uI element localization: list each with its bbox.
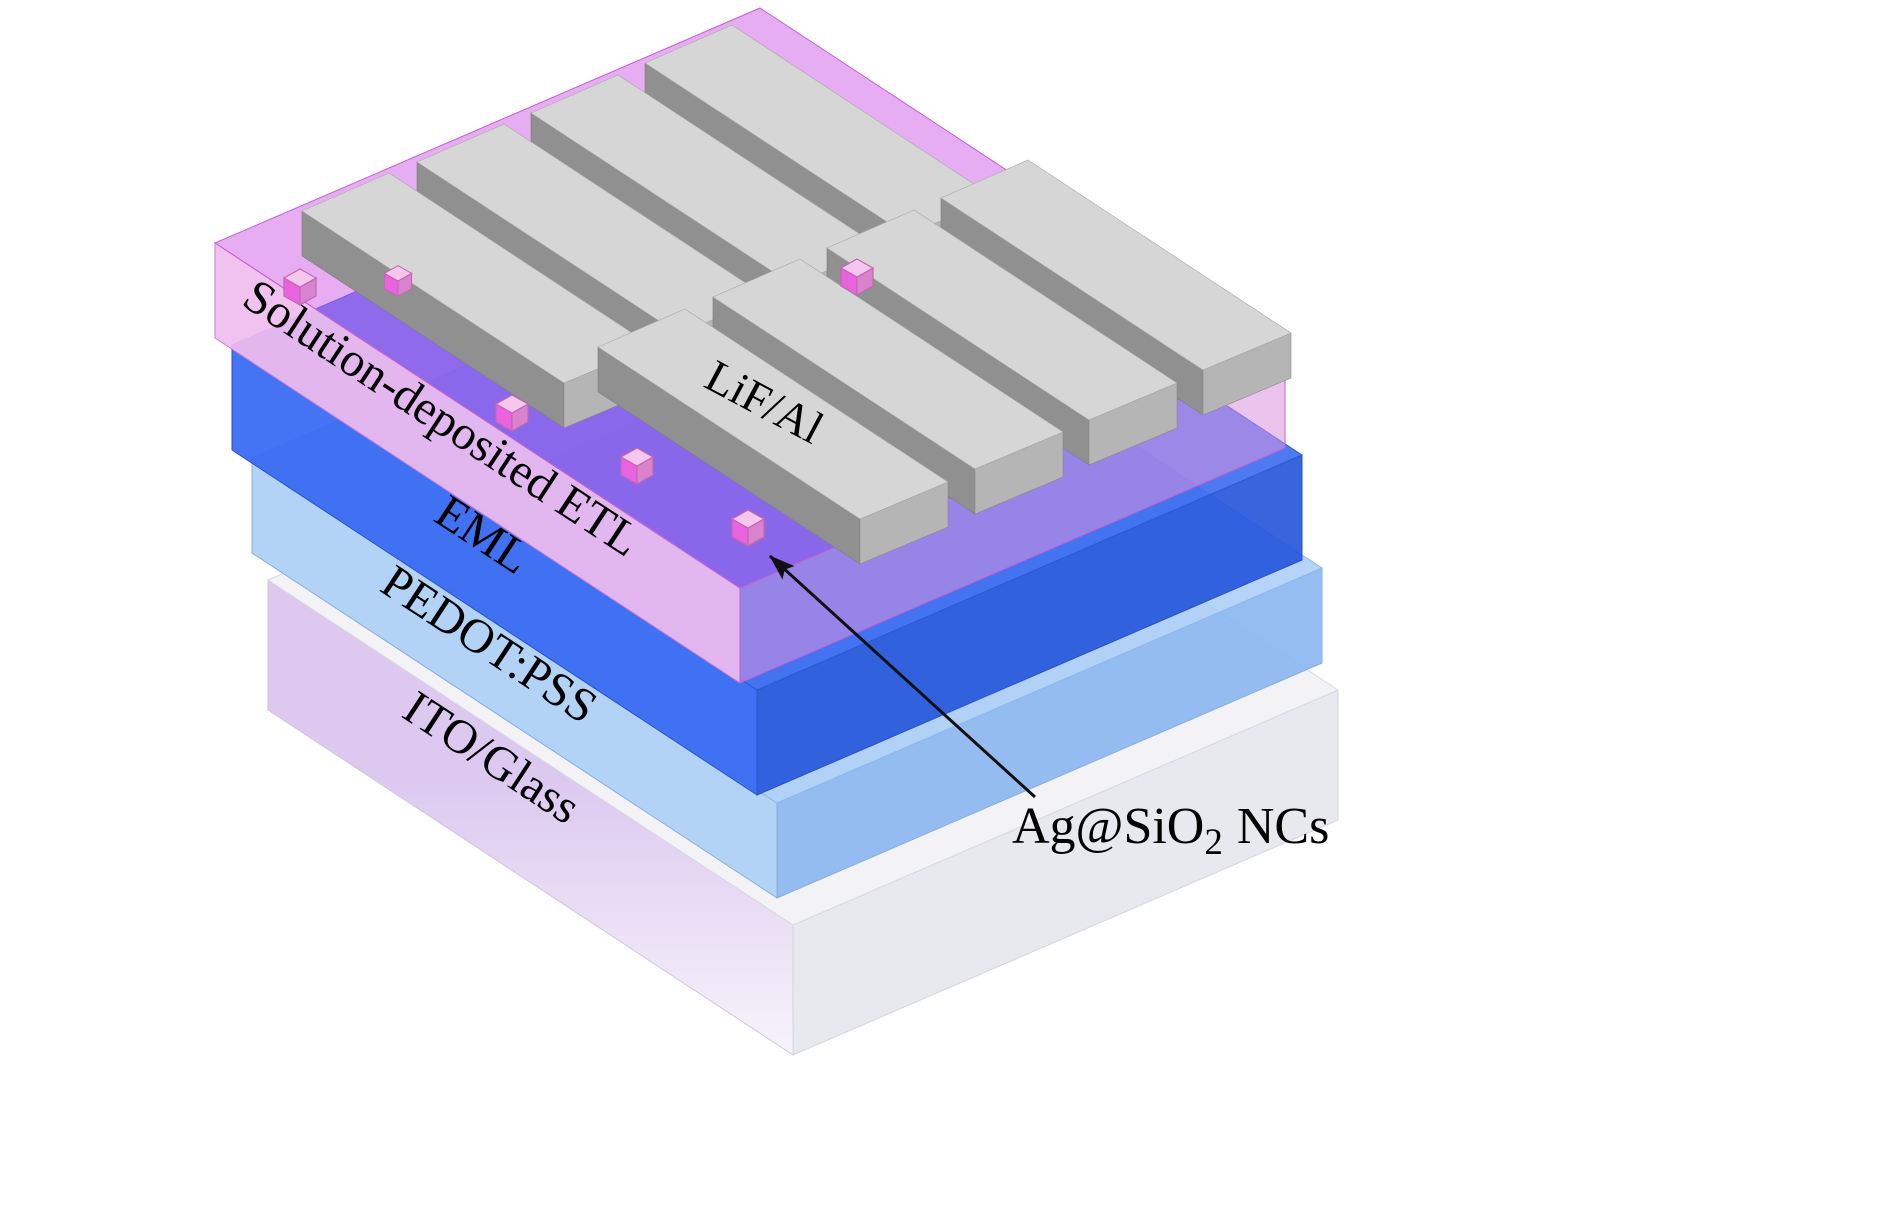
nanocrystal-annotation-suffix: NCs	[1237, 798, 1329, 855]
nanocrystal-annotation-subscript: 2	[1204, 822, 1223, 863]
annotation-arrow	[768, 554, 1037, 799]
nanocrystal-annotation: Ag@SiO2 NCs	[1012, 798, 1329, 863]
nanocrystal-annotation-prefix: Ag@SiO	[1012, 798, 1204, 855]
